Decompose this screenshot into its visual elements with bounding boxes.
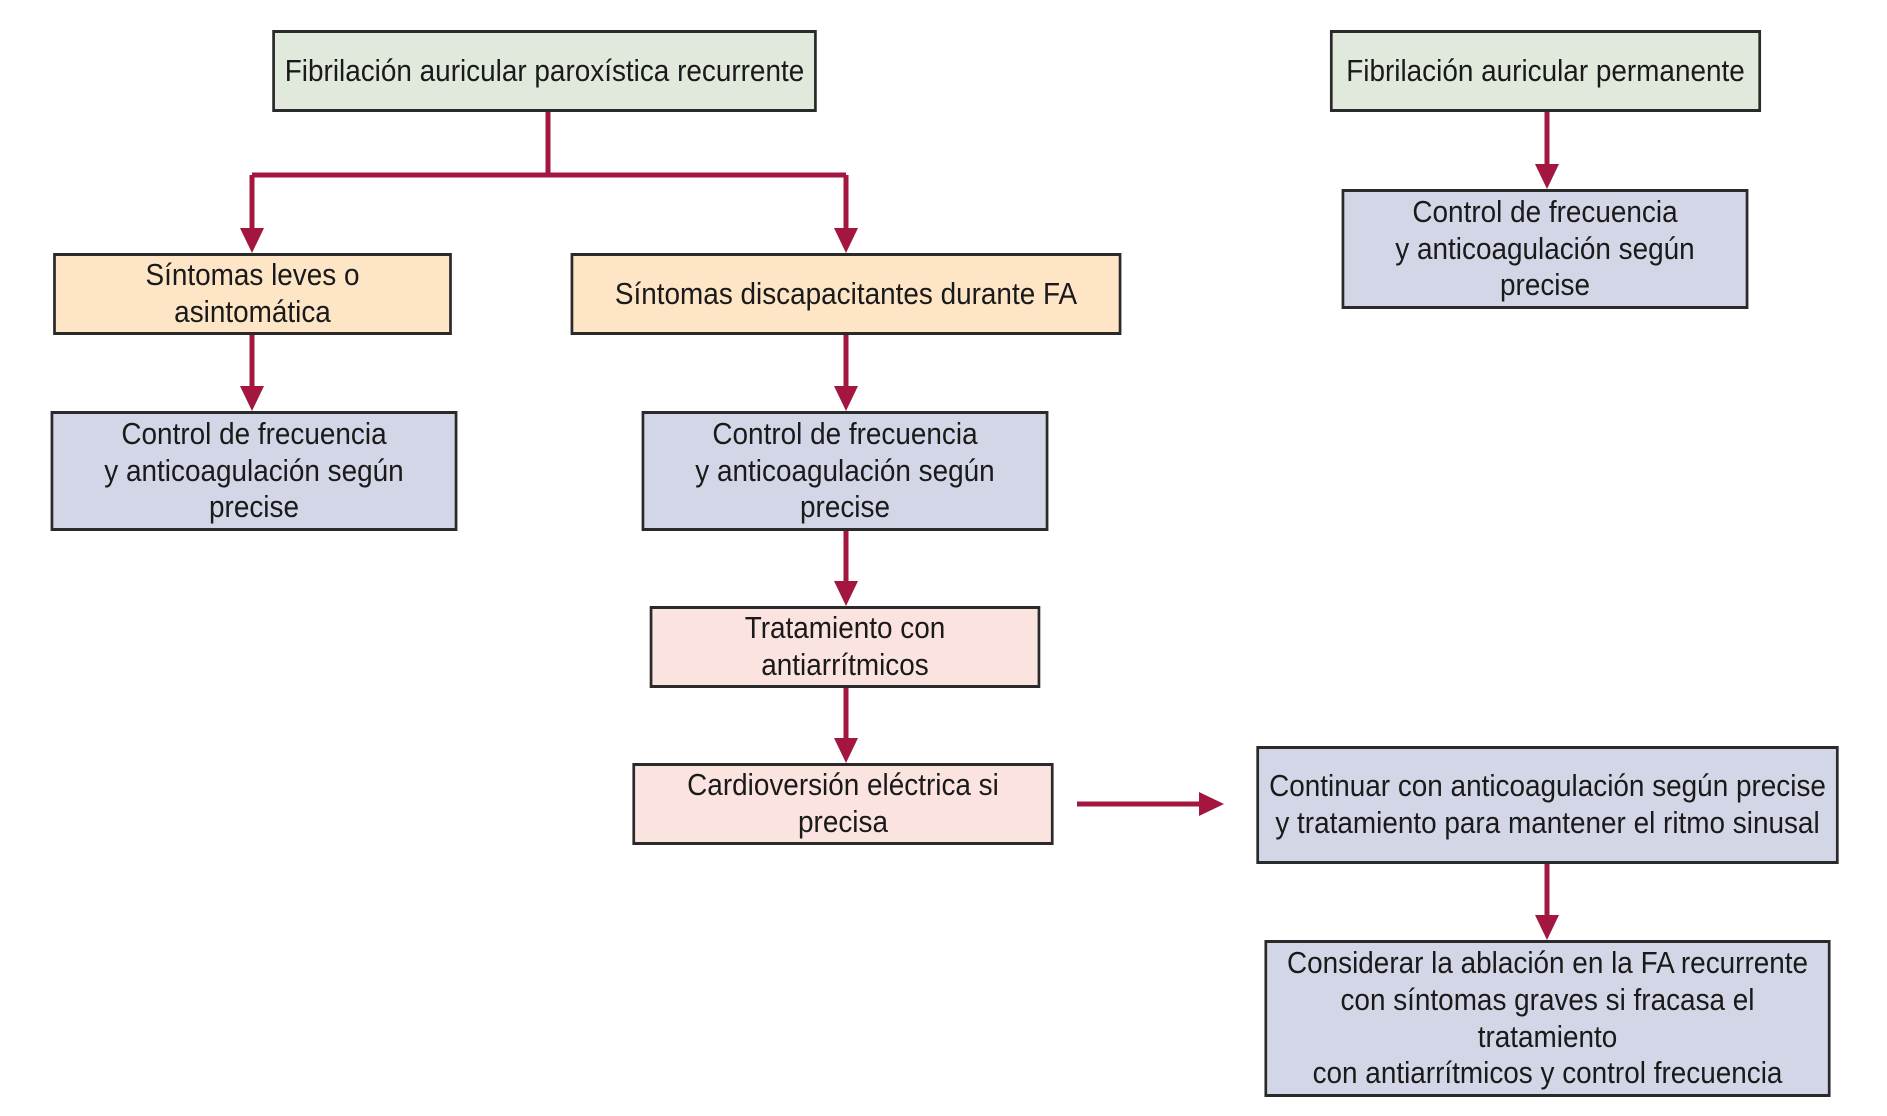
- node-fa-permanente: Fibrilación auricular permanente: [1329, 30, 1762, 112]
- node-sintomas-leves: Síntomas leves o asintomática: [53, 253, 452, 335]
- node-label: Control de frecuencia y anticoagulación …: [695, 416, 995, 525]
- node-considerar-ablacion: Considerar la ablación en la FA recurren…: [1264, 940, 1831, 1097]
- arrowhead-to-antiarritmicos: [834, 581, 858, 606]
- node-label: Síntomas leves o asintomática: [145, 257, 360, 329]
- node-label: Cardioversión eléctrica si precisa: [687, 767, 999, 839]
- arrowhead-to-sintomas-discapacitantes: [834, 228, 858, 253]
- node-label: Fibrilación auricular paroxística recurr…: [284, 52, 805, 88]
- node-label: Fibrilación auricular permanente: [1346, 52, 1745, 88]
- node-label: Considerar la ablación en la FA recurren…: [1286, 945, 1809, 1091]
- node-cardioversion-electrica: Cardioversión eléctrica si precisa: [632, 763, 1054, 845]
- node-control-frecuencia-leves: Control de frecuencia y anticoagulación …: [50, 411, 458, 531]
- arrowhead-to-control-discapacitantes: [834, 386, 858, 411]
- arrowhead-to-control-permanente: [1535, 164, 1559, 189]
- node-control-frecuencia-permanente: Control de frecuencia y anticoagulación …: [1341, 189, 1749, 309]
- node-control-frecuencia-discapacitantes: Control de frecuencia y anticoagulación …: [641, 411, 1049, 531]
- arrowhead-to-sintomas-leves: [240, 228, 264, 253]
- branch-connector: [249, 112, 849, 228]
- node-fa-paroxistica-recurrente: Fibrilación auricular paroxística recurr…: [272, 30, 817, 112]
- arrowhead-to-control-leves: [240, 386, 264, 411]
- node-label: Continuar con anticoagulación según prec…: [1269, 768, 1826, 840]
- node-sintomas-discapacitantes: Síntomas discapacitantes durante FA: [570, 253, 1122, 335]
- node-label: Control de frecuencia y anticoagulación …: [104, 416, 404, 525]
- node-continuar-anticoagulacion: Continuar con anticoagulación según prec…: [1256, 746, 1839, 864]
- node-label: Síntomas discapacitantes durante FA: [614, 275, 1078, 311]
- arrowhead-to-cardioversion: [834, 738, 858, 763]
- node-label: Control de frecuencia y anticoagulación …: [1395, 194, 1695, 303]
- arrowhead-to-ablacion: [1535, 915, 1559, 940]
- arrowhead-to-continuar: [1199, 792, 1224, 816]
- node-label: Tratamiento con antiarrítmicos: [744, 610, 946, 682]
- node-tratamiento-antiarritmicos: Tratamiento con antiarrítmicos: [649, 606, 1041, 688]
